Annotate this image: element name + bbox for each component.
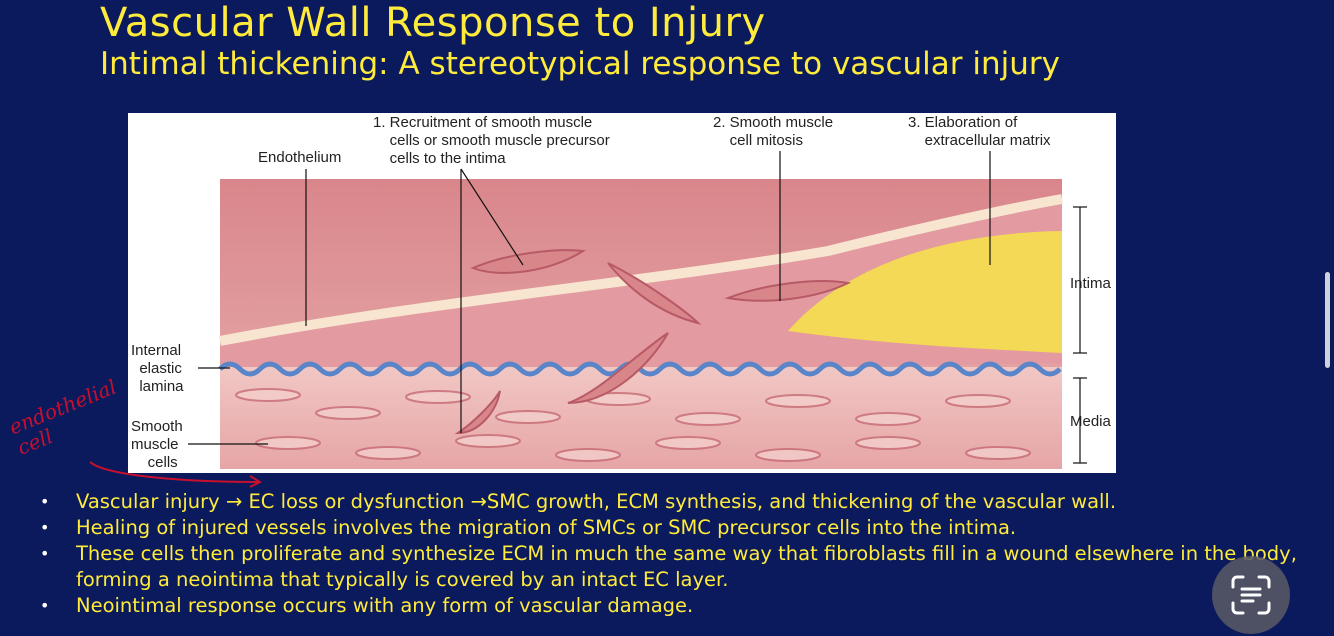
slide-subtitle: Intimal thickening: A stereotypical resp…	[100, 46, 1060, 82]
label-media: Media	[1070, 413, 1111, 431]
label-step-3-matrix: 3. Elaboration of extracellular matrix	[908, 114, 1051, 150]
label-endothelium: Endothelium	[258, 149, 341, 167]
vascular-wall-illustration	[128, 113, 1116, 473]
label-intima: Intima	[1070, 275, 1111, 293]
bullet-item: Vascular injury → EC loss or dysfunction…	[40, 489, 1320, 515]
bullet-item: Healing of injured vessels involves the …	[40, 515, 1320, 541]
annotation-underline	[86, 458, 266, 488]
text-scan-button[interactable]	[1212, 556, 1290, 634]
text-scan-icon	[1229, 573, 1273, 617]
vascular-wall-diagram: 1. Recruitment of smooth muscle cells or…	[128, 113, 1116, 473]
label-internal-elastic-lamina: Internal elastic lamina	[131, 342, 184, 396]
bullet-item: Neointimal response occurs with any form…	[40, 593, 1320, 619]
bullet-list: Vascular injury → EC loss or dysfunction…	[40, 489, 1320, 619]
bullet-item: These cells then proliferate and synthes…	[40, 541, 1320, 593]
label-step-2-mitosis: 2. Smooth muscle cell mitosis	[713, 114, 833, 150]
slide-title: Vascular Wall Response to Injury	[100, 0, 766, 46]
scrollbar-thumb[interactable]	[1325, 272, 1330, 368]
handwritten-annotation: endothelial cell	[6, 376, 128, 459]
label-step-1-recruitment: 1. Recruitment of smooth muscle cells or…	[373, 114, 610, 168]
